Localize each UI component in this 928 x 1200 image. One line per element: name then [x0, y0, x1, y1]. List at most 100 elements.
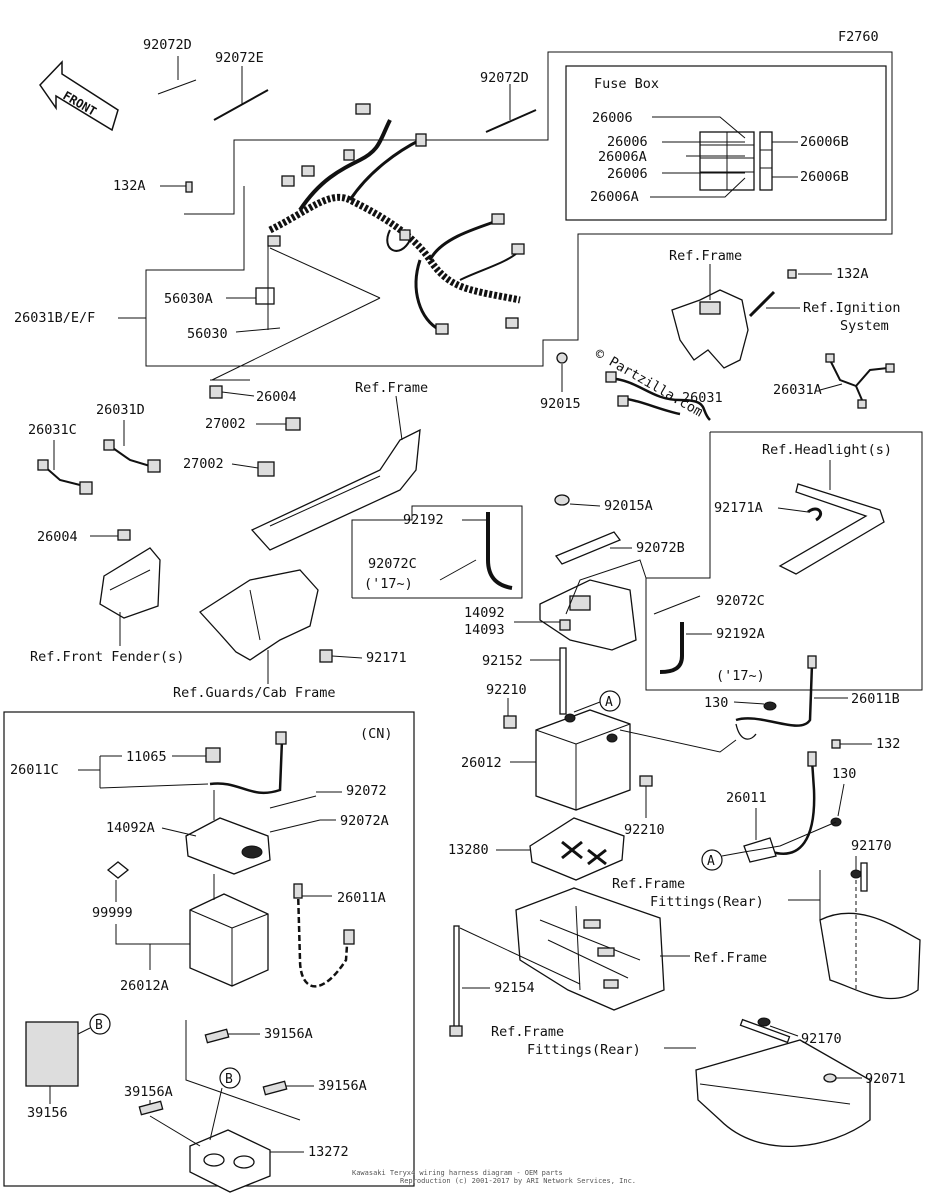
part-26031C-cable	[37, 459, 93, 495]
fuse-label-2: 26006	[607, 134, 648, 150]
rear-frame-part	[515, 887, 665, 1011]
rear-fittings-part-2	[695, 1018, 871, 1147]
part-26031-cable	[605, 371, 711, 421]
label-132A: 132A	[113, 178, 146, 194]
footer-line-1: Kawasaki Teryx4 wiring harness diagram -…	[352, 1169, 563, 1177]
front-arrow-icon: FRONT	[39, 60, 119, 132]
cable-26011A	[293, 883, 355, 988]
label-27002: 27002	[205, 416, 246, 432]
bracket-box-92192	[351, 505, 523, 599]
battery-holder-13272	[189, 1129, 271, 1193]
part-92072D-band-2	[485, 109, 537, 133]
label-ref-frame-1: Ref.Frame	[669, 248, 742, 264]
watermark: © Partzilla.com	[592, 346, 706, 421]
frame-rail-27002	[250, 417, 421, 551]
label-27002-2: 27002	[183, 456, 224, 472]
part-99999	[106, 861, 130, 879]
label-14092: 14092	[464, 605, 505, 621]
label-92210-2: 92210	[624, 822, 665, 838]
label-fittings-rear-2: Fittings(Rear)	[527, 1042, 641, 1058]
label-92210: 92210	[486, 682, 527, 698]
label-130-2: 130	[832, 766, 856, 782]
label-56030A: 56030A	[164, 291, 213, 307]
battery-26012	[535, 709, 631, 811]
label-26011A: 26011A	[337, 890, 386, 906]
cable-26011C	[209, 731, 287, 795]
label-26012: 26012	[461, 755, 502, 771]
label-26031: 26031	[682, 390, 723, 406]
fuse-label-6: 26006B	[800, 134, 849, 150]
label-26004: 26004	[256, 389, 297, 405]
label-92171: 92171	[366, 650, 407, 666]
label-92072A: 92072A	[340, 813, 389, 829]
label-ref-frame-4: Ref.Frame	[694, 950, 767, 966]
label-39156A: 39156A	[264, 1026, 313, 1042]
part-92072D-band	[157, 79, 197, 95]
cable-26011	[743, 751, 817, 863]
label-ref-ignition: Ref.Ignition	[803, 300, 901, 316]
fuse-label-1: 26006	[592, 110, 633, 126]
label-92192: 92192	[403, 512, 444, 528]
label-26012A: 26012A	[120, 978, 169, 994]
battery-26012A	[189, 893, 269, 987]
battery-bracket-13280	[529, 817, 625, 881]
label-26011C: 26011C	[10, 762, 59, 778]
callout-B-1: B	[89, 1013, 111, 1035]
label-14093: 14093	[464, 622, 505, 638]
part-26031D-cable	[103, 439, 161, 473]
label-92192A: 92192A	[716, 626, 765, 642]
label-26004-2: 26004	[37, 529, 78, 545]
fuse-label-7: 26006B	[800, 169, 849, 185]
label-92152: 92152	[482, 653, 523, 669]
front-fender-part	[99, 529, 161, 619]
cable-26011B	[735, 655, 817, 740]
label-ignition-system: System	[840, 318, 889, 334]
label-92072B: 92072B	[636, 540, 685, 556]
callout-A-1: A	[599, 690, 621, 712]
fuse-label-4: 26006	[607, 166, 648, 182]
label-14092A: 14092A	[106, 820, 155, 836]
label-17-1: ('17~)	[364, 576, 413, 592]
label-26031A: 26031A	[773, 382, 822, 398]
rear-fittings-part-1	[819, 862, 921, 1000]
label-13272: 13272	[308, 1144, 349, 1160]
label-17-2: ('17~)	[716, 668, 765, 684]
label-130: 130	[704, 695, 728, 711]
diagram-code: F2760	[838, 29, 879, 45]
label-92170: 92170	[851, 838, 892, 854]
cn-panel	[3, 711, 415, 1187]
battery-tray-14092A	[185, 817, 271, 875]
fuse-label-3: 26006A	[598, 149, 647, 165]
label-13280: 13280	[448, 842, 489, 858]
label-92072: 92072	[346, 783, 387, 799]
guards-cab-frame-part	[199, 569, 319, 661]
callout-B-2: B	[219, 1067, 241, 1089]
label-11065: 11065	[126, 749, 167, 765]
label-39156A-3: 39156A	[318, 1078, 367, 1094]
label-fittings-rear-1: Fittings(Rear)	[650, 894, 764, 910]
footer-line-2: Reproduction (c) 2001-2017 by ARI Networ…	[400, 1177, 636, 1185]
label-92072E: 92072E	[215, 50, 264, 66]
harness-outline	[145, 51, 893, 367]
headlight-bracket-part	[778, 483, 885, 575]
label-ref-front-fender: Ref.Front Fender(s)	[30, 649, 184, 665]
label-92071: 92071	[865, 1071, 906, 1087]
label-92072D-2: 92072D	[480, 70, 529, 86]
label-92072D: 92072D	[143, 37, 192, 53]
part-26031A-cable	[825, 353, 895, 409]
label-39156: 39156	[27, 1105, 68, 1121]
main-wiring-harness	[267, 103, 525, 335]
ignition-frame-part	[671, 269, 797, 369]
fuse-label-5: 26006A	[590, 189, 639, 205]
fuse-box-panel: Fuse Box 26006 26006 26006A 26006 26006A…	[565, 65, 887, 221]
label-ref-frame-5: Ref.Frame	[491, 1024, 564, 1040]
label-26011B: 26011B	[851, 691, 900, 707]
label-ref-frame-3: Ref.Frame	[612, 876, 685, 892]
label-132A-2: 132A	[836, 266, 869, 282]
callout-A-2: A	[701, 849, 723, 871]
label-39156A-2: 39156A	[124, 1084, 173, 1100]
cn-title: (CN)	[360, 726, 393, 742]
label-ref-frame-2: Ref.Frame	[355, 380, 428, 396]
label-26031C: 26031C	[28, 422, 77, 438]
